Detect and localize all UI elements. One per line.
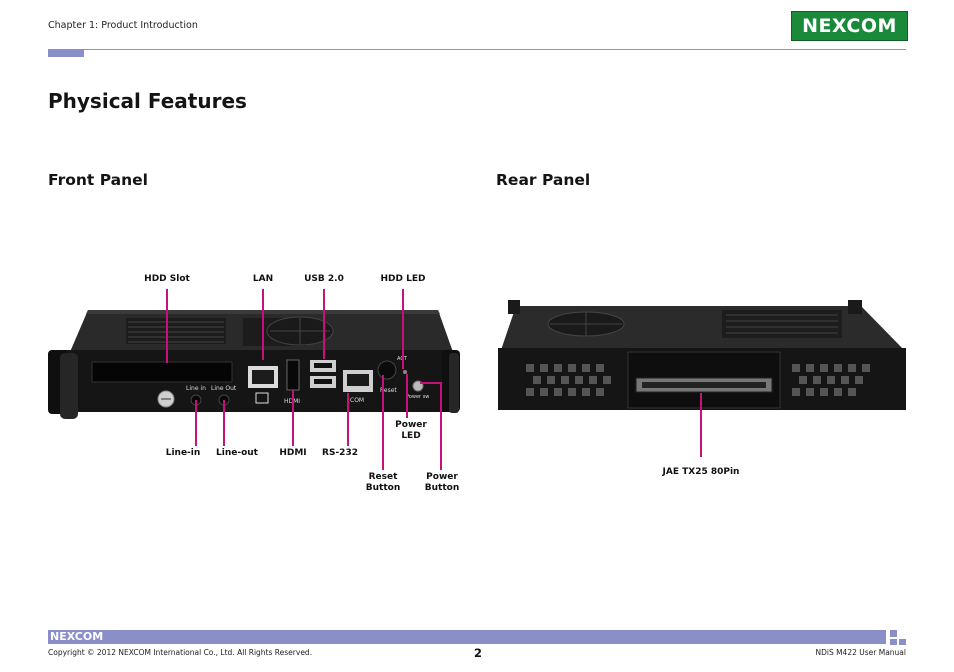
label-lan: LAN [252,274,274,284]
label-line-out: Line-out [216,448,258,458]
print-power: Power sw [406,394,429,400]
label-hdd-led: HDD LED [380,274,426,284]
print-line-out: Line Out [211,385,237,392]
print-com: COM [350,397,364,404]
label-rs232: RS-232 [322,448,358,458]
label-power-led: Power LED [385,420,437,442]
callout-line-hdd-led [402,289,404,369]
footer-square-2 [890,639,897,645]
page-number: 2 [473,646,482,660]
callout-line-power-btn [440,382,442,470]
label-line-in: Line-in [165,448,201,458]
rear-panel-photo [498,300,906,410]
print-reset: Reset [380,387,397,394]
footer-logo: NEXCOM [50,630,104,643]
nexcom-logo: NEXCOM [791,11,908,41]
label-jae-connector: JAE TX25 80Pin [662,467,740,477]
label-hdmi: HDMI [279,448,307,458]
callout-line-lan [262,289,264,360]
footer-square-3 [899,639,906,645]
label-reset-line2: Button [365,483,401,493]
chapter-label: Chapter 1: Product Introduction [48,20,198,31]
manual-name: NDiS M422 User Manual [815,648,906,657]
logo-text: NEXCOM [802,15,897,37]
page-title: Physical Features [48,89,247,113]
footer-square-1 [890,630,897,637]
header-tab [48,50,84,57]
callout-line-hdmi [292,390,294,446]
callout-line-rs232 [347,393,349,446]
label-hdd-slot: HDD Slot [144,274,190,284]
header-rule [48,49,906,50]
footer-bar [48,630,886,644]
label-power-led-line2: LED [401,431,421,441]
front-panel-heading: Front Panel [48,171,148,189]
label-reset-button: Reset Button [357,472,409,494]
callout-line-line-out [223,400,225,446]
label-power-button: Power Button [416,472,468,494]
rear-panel-heading: Rear Panel [496,171,591,189]
label-power-btn-line1: Power [426,472,458,482]
callout-line-line-in [195,400,197,446]
print-line-in: Line in [186,385,206,392]
callout-line-power-led [406,374,408,418]
label-power-led-line1: Power [395,420,427,430]
callout-line-reset [382,375,384,470]
front-panel-photo: Line in Line Out HDMI COM Reset Power sw… [48,310,460,419]
label-reset-line1: Reset [368,472,398,482]
callout-line-power-btn-h [420,382,442,384]
copyright: Copyright © 2012 NEXCOM International Co… [48,648,313,657]
callout-line-hdd-slot [166,289,168,363]
callout-line-usb [323,289,325,359]
label-usb: USB 2.0 [304,274,344,284]
callout-line-jae [700,393,702,457]
label-power-btn-line2: Button [424,483,460,493]
